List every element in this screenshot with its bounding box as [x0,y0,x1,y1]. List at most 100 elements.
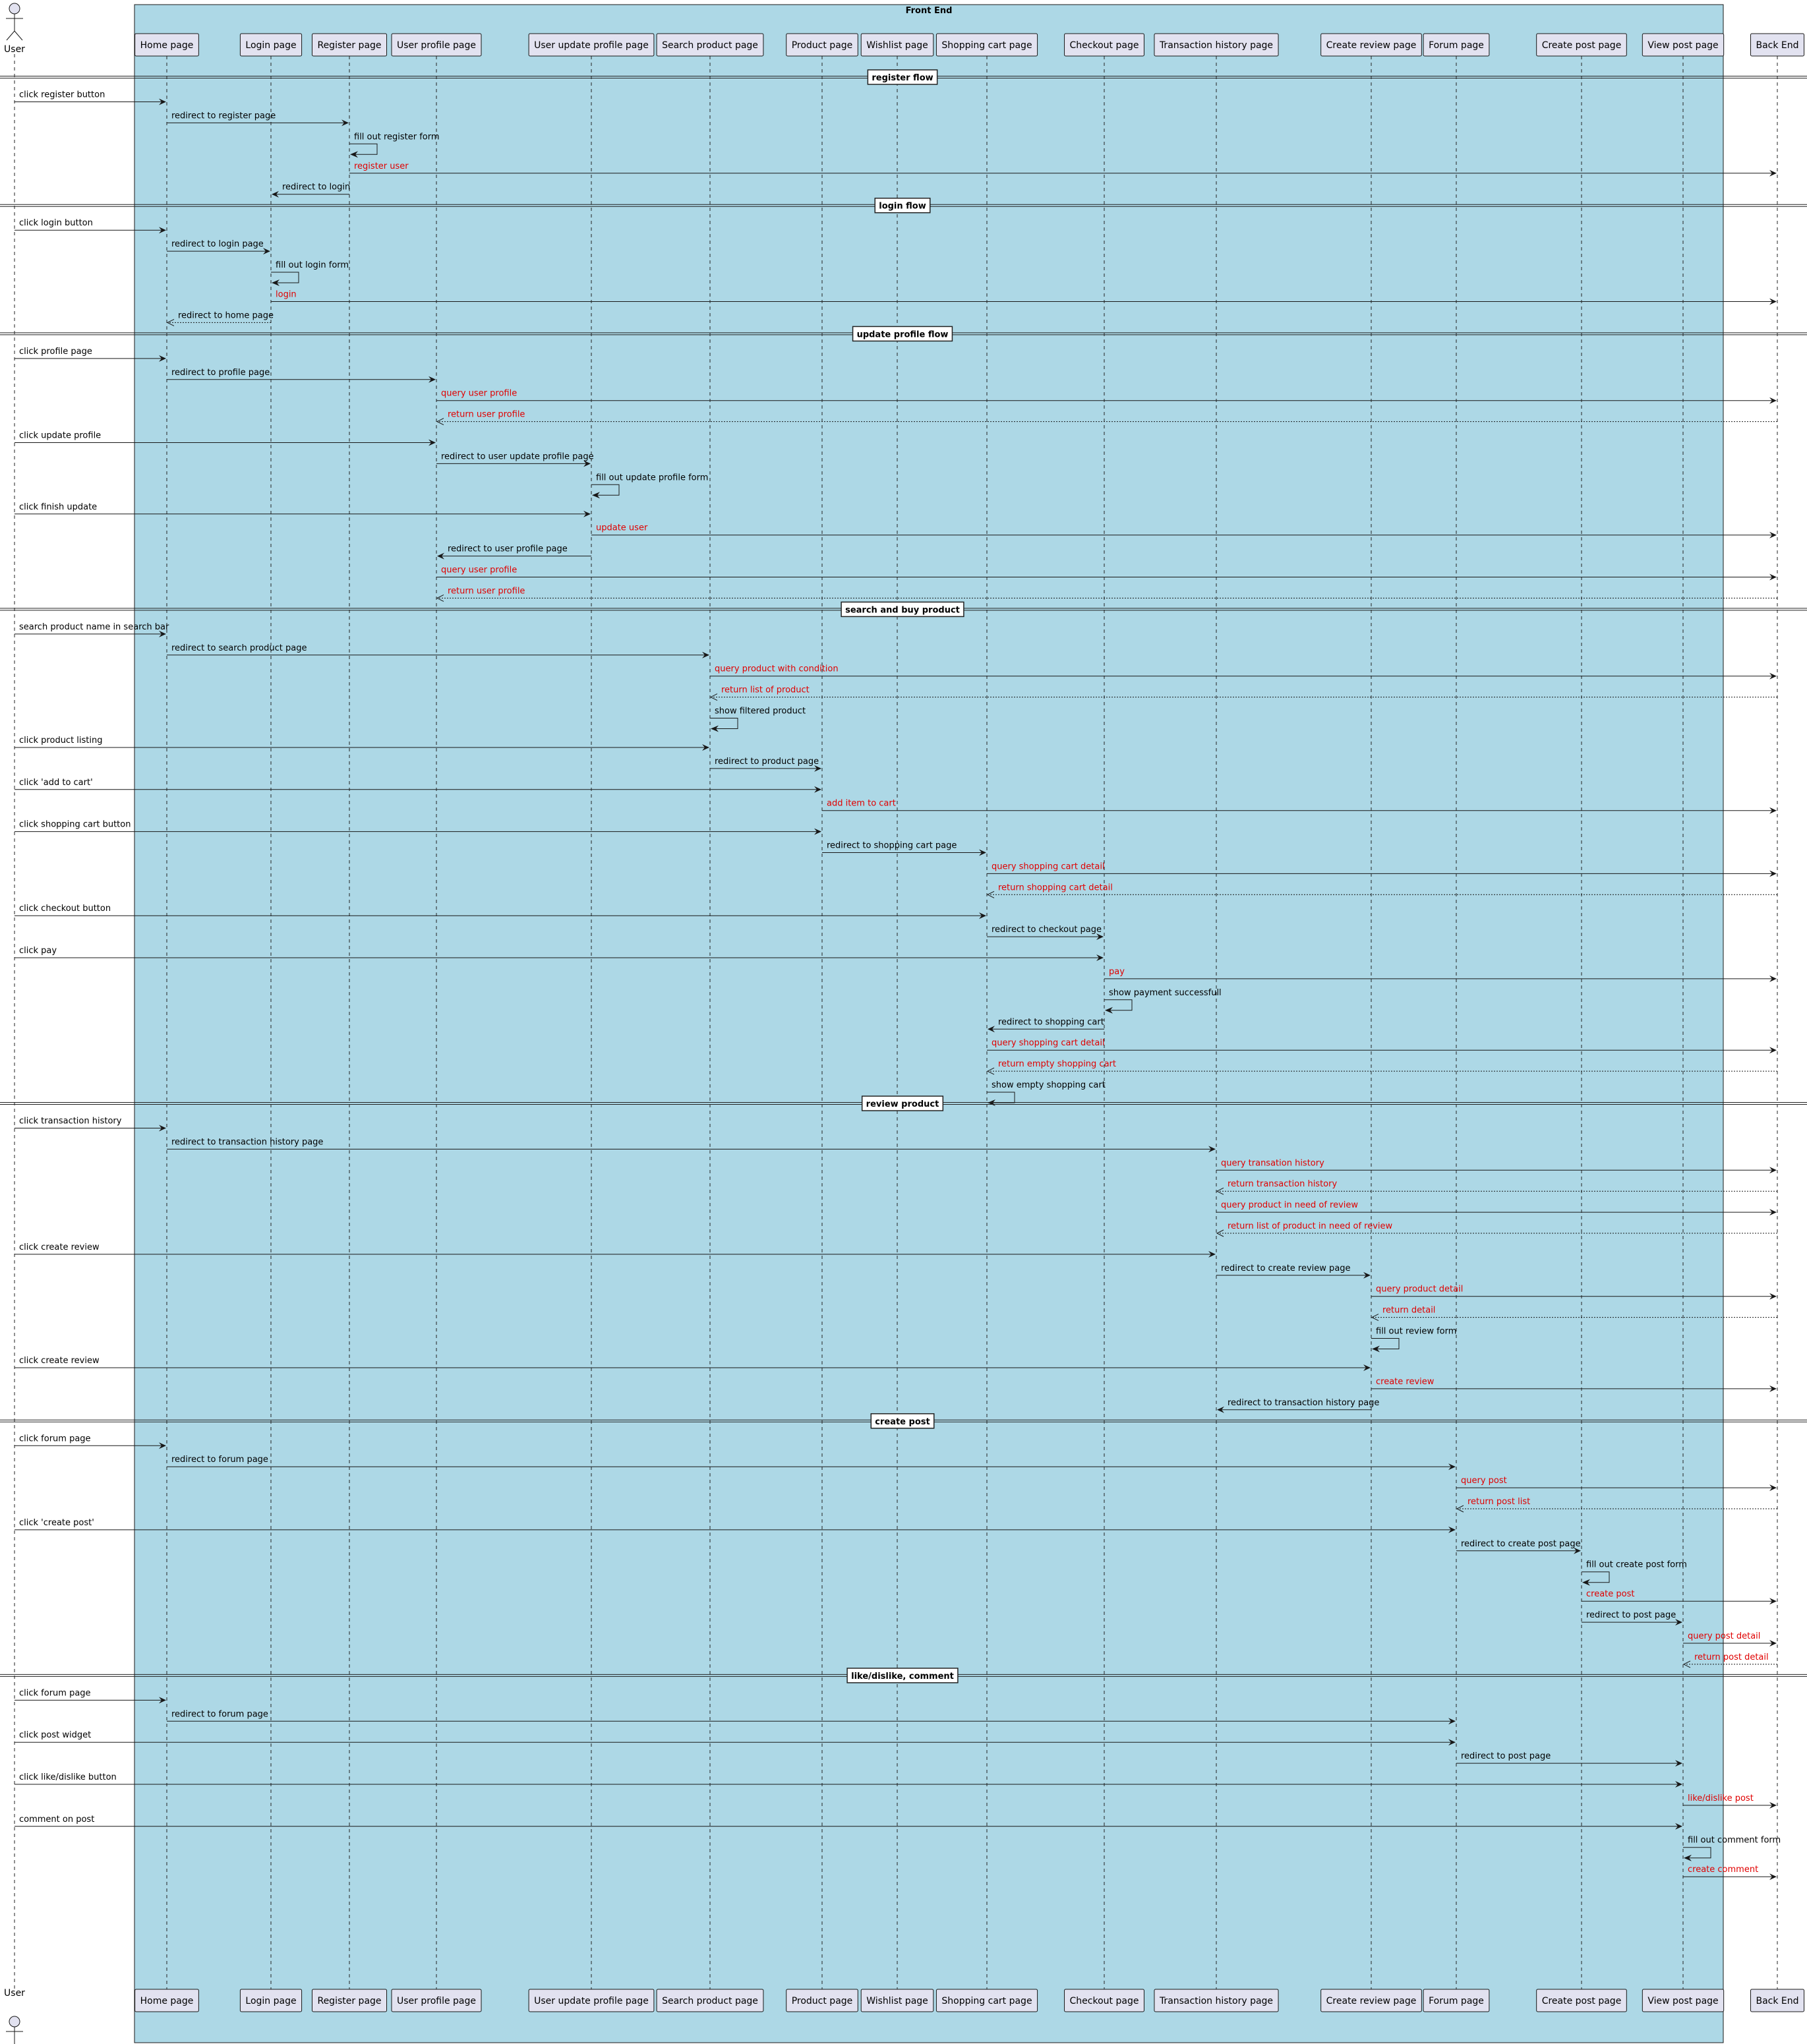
self-message: fill out register form [349,132,440,158]
message-label: redirect to shopping cart page [827,841,957,851]
self-message-label: fill out update profile form [596,473,708,482]
message-arrow: click login button [15,218,166,234]
participant-viewpost-top: View post page [1642,33,1725,57]
svg-text:Back End: Back End [1756,1996,1798,2006]
message-label: redirect to user update profile page [441,452,594,461]
frontend-group-box [134,4,1724,2043]
svg-text:Transaction history page: Transaction history page [1159,1996,1273,2006]
message-label: login [276,290,297,300]
message-arrow: redirect to forum page [167,1455,1456,1471]
message-arrow: redirect to shopping cart page [822,841,986,856]
message-label: redirect to checkout page [992,925,1102,935]
message-arrow: click checkout button [15,904,986,920]
actor-user-top: User [4,3,25,55]
message-label: redirect to create review page [1221,1264,1351,1273]
actor-user-bottom: User [4,1988,25,2044]
message-arrow: click transaction history [15,1117,166,1132]
message-arrow: redirect to user profile page [437,544,591,560]
message-arrow: redirect to transaction history page [167,1137,1216,1153]
message-arrow: click create review [15,1242,1216,1258]
section-divider: search and buy product [0,601,1807,618]
message-label: search product name in search bar [19,622,169,632]
message-label: redirect to forum page [171,1709,268,1719]
message-label: query product with condition [715,664,839,674]
participant-review-top: Create review page [1320,33,1422,57]
message-label: click 'add to cart' [19,778,93,788]
message-label: comment on post [19,1815,94,1825]
message-label: query shopping cart detail [992,861,1105,871]
self-message-label: fill out login form [276,260,349,270]
message-arrow: update user [591,523,1777,539]
participant-cart-top: Shopping cart page [935,33,1038,57]
svg-text:User update profile page: User update profile page [534,40,649,51]
message-arrow: like/dislike post [1683,1794,1777,1809]
message-arrow: query product with condition [710,664,1777,680]
message-label: update user [596,523,648,533]
participant-profile-top: User profile page [391,33,482,57]
participant-home-top: Home page [134,33,199,57]
participant-review-bottom: Create review page [1320,1989,1422,2012]
participant-backend-bottom: Back End [1750,1989,1805,2012]
message-label: click checkout button [19,904,111,914]
svg-text:Search product page: Search product page [662,1996,758,2006]
self-message: fill out comment form [1683,1836,1781,1861]
svg-text:Login page: Login page [245,1996,296,2006]
message-arrow: add item to cart [822,799,1777,814]
participant-register-bottom: Register page [311,1989,388,2012]
participant-home-bottom: Home page [134,1989,199,2012]
message-arrow: register user [349,161,1777,177]
participant-forum-bottom: Forum page [1423,1989,1490,2012]
message-label: click forum page [19,1688,91,1698]
participant-update-bottom: User update profile page [528,1989,655,2012]
message-arrow: click pay [15,946,1104,961]
section-divider-label: create post [875,1417,930,1427]
svg-text:Transaction history page: Transaction history page [1159,40,1273,51]
svg-text:View post page: View post page [1647,40,1718,51]
message-label: redirect to forum page [171,1455,268,1465]
participant-history-top: Transaction history page [1154,33,1279,57]
section-divider: like/dislike, comment [0,1668,1807,1683]
participant-login-top: Login page [239,33,303,57]
message-arrow: login [271,290,1777,305]
message-arrow: redirect to search product page [167,643,709,658]
message-label: click create review [19,1242,100,1252]
message-arrow: return empty shopping cart [986,1059,1777,1075]
frontend-group-title: Front End [906,6,953,16]
self-message-label: fill out register form [354,132,440,142]
message-arrow: return post list [1456,1497,1777,1513]
message-label: redirect to post page [1586,1610,1676,1620]
participant-wishlist-bottom: Wishlist page [860,1989,934,2012]
message-arrow: click 'create post' [15,1518,1456,1533]
message-label: return list of product [721,686,810,695]
svg-text:Register page: Register page [317,40,381,51]
participant-createpost-bottom: Create post page [1536,1989,1627,2012]
message-arrow: click create review [15,1356,1371,1371]
message-label: click register button [19,90,105,100]
participant-backend-top: Back End [1750,33,1805,57]
message-label: return user profile [448,586,525,596]
section-divider-label: login flow [879,202,926,212]
message-label: redirect to login page [171,239,264,249]
message-label: create post [1586,1589,1634,1599]
message-label: query user profile [441,566,517,575]
message-label: redirect to transaction history page [1228,1398,1379,1408]
message-arrow: query shopping cart detail [987,861,1777,877]
message-arrow: query post detail [1683,1631,1777,1647]
message-arrow: query product detail [1371,1285,1777,1300]
message-arrow: query user profile [436,389,1777,404]
message-arrow: click post widget [15,1730,1456,1746]
message-label: add item to cart [827,799,896,809]
message-label: return list of product in need of review [1228,1221,1393,1231]
message-arrow: comment on post [15,1815,1682,1830]
message-arrow: click forum page [15,1434,166,1449]
message-label: like/dislike post [1688,1794,1754,1803]
message-label: click 'create post' [19,1518,94,1528]
svg-text:Forum page: Forum page [1429,40,1484,51]
message-label: query user profile [441,389,517,399]
message-label: redirect to create post page [1461,1539,1581,1549]
message-arrow: query product in need of review [1216,1200,1777,1216]
section-divider-label: update profile flow [857,330,949,339]
message-arrow: return list of product [709,686,1777,701]
message-arrow: search product name in search bar [15,622,169,637]
participant-register-top: Register page [311,33,388,57]
